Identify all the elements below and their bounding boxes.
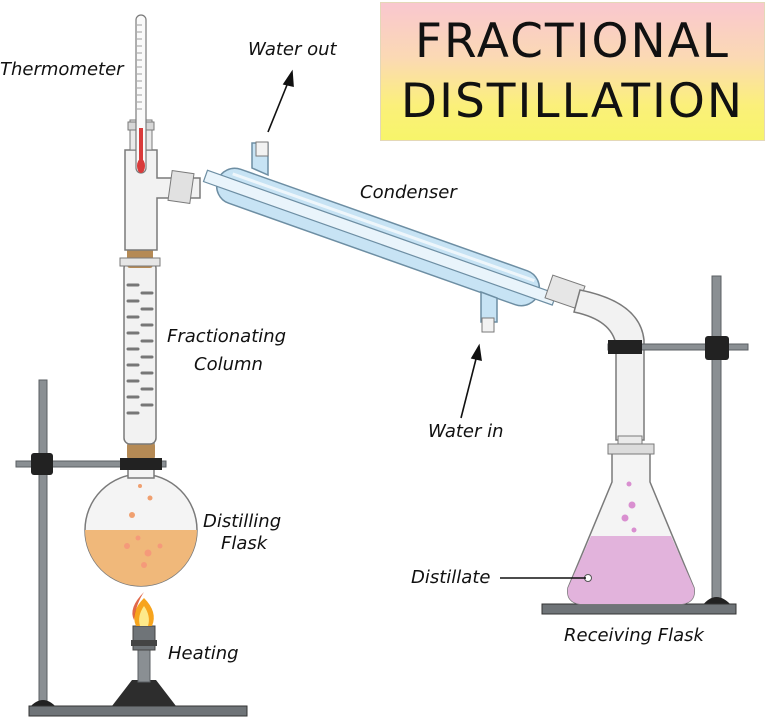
right-stand: [541, 275, 737, 615]
label-condenser: Condenser: [360, 182, 457, 203]
label-distillate: Distillate: [411, 567, 491, 588]
receiving-flask: [567, 443, 695, 605]
label-fractionating: Fractionating: [167, 326, 287, 347]
title-line-1: FRACTIONAL: [415, 13, 730, 69]
label-thermometer: Thermometer: [0, 59, 124, 80]
title-banner: FRACTIONAL DISTILLATION: [380, 2, 765, 141]
distilling-flask: [84, 439, 198, 587]
label-water-out: Water out: [248, 39, 337, 60]
condenser: [202, 141, 558, 333]
label-receiving-flask: Receiving Flask: [564, 625, 704, 646]
title-line-2: DISTILLATION: [400, 73, 745, 129]
label-water-in: Water in: [428, 421, 504, 442]
thermometer: [135, 14, 147, 174]
label-arrows: [267, 69, 586, 579]
label-heating: Heating: [168, 643, 239, 664]
label-column: Column: [194, 354, 263, 375]
label-distilling: Distilling: [203, 511, 282, 532]
fractionating-column: [119, 246, 161, 445]
bunsen-burner: [112, 592, 176, 706]
label-flask: Flask: [221, 533, 268, 554]
